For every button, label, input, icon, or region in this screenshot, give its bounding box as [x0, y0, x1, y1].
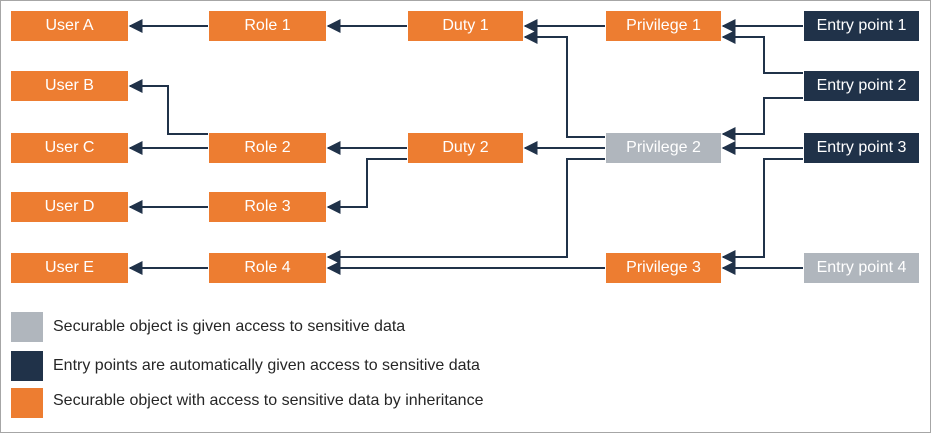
- legend-text-navy: Entry points are automatically given acc…: [53, 357, 480, 374]
- node-user-b: User B: [11, 71, 128, 101]
- connector-duty2-to-role3: [326, 158, 407, 214]
- node-user-c: User C: [11, 133, 128, 163]
- legend-swatch-gray: [11, 312, 43, 342]
- legend-text-gray: Securable object is given access to sens…: [53, 318, 406, 335]
- connector-priv2-to-duty1: [523, 30, 605, 138]
- connector-ep3-to-priv2: [721, 97, 803, 141]
- connector-ep3-to-priv3: [721, 158, 803, 264]
- legend-text-orange: Securable object with access to sensitiv…: [53, 392, 484, 409]
- connector-ep2-to-priv1: [721, 30, 803, 74]
- connector-role2-to-userb: [128, 79, 208, 135]
- node-entry-point-4: Entry point 4: [804, 253, 919, 283]
- node-privilege-3: Privilege 3: [606, 253, 721, 283]
- node-role-3: Role 3: [209, 192, 326, 222]
- node-duty-2: Duty 2: [408, 133, 523, 163]
- node-privilege-2: Privilege 2: [606, 133, 721, 163]
- connector-priv2-to-role4: [326, 158, 605, 264]
- node-user-a: User A: [11, 11, 128, 41]
- node-role-4: Role 4: [209, 253, 326, 283]
- legend-swatch-orange: [11, 388, 43, 418]
- node-user-e: User E: [11, 253, 128, 283]
- node-role-2: Role 2: [209, 133, 326, 163]
- node-user-d: User D: [11, 192, 128, 222]
- node-role-1: Role 1: [209, 11, 326, 41]
- node-entry-point-1: Entry point 1: [804, 11, 919, 41]
- node-entry-point-3: Entry point 3: [804, 133, 919, 163]
- node-entry-point-2: Entry point 2: [804, 71, 919, 101]
- legend-swatch-navy: [11, 351, 43, 381]
- node-privilege-1: Privilege 1: [606, 11, 721, 41]
- node-duty-1: Duty 1: [408, 11, 523, 41]
